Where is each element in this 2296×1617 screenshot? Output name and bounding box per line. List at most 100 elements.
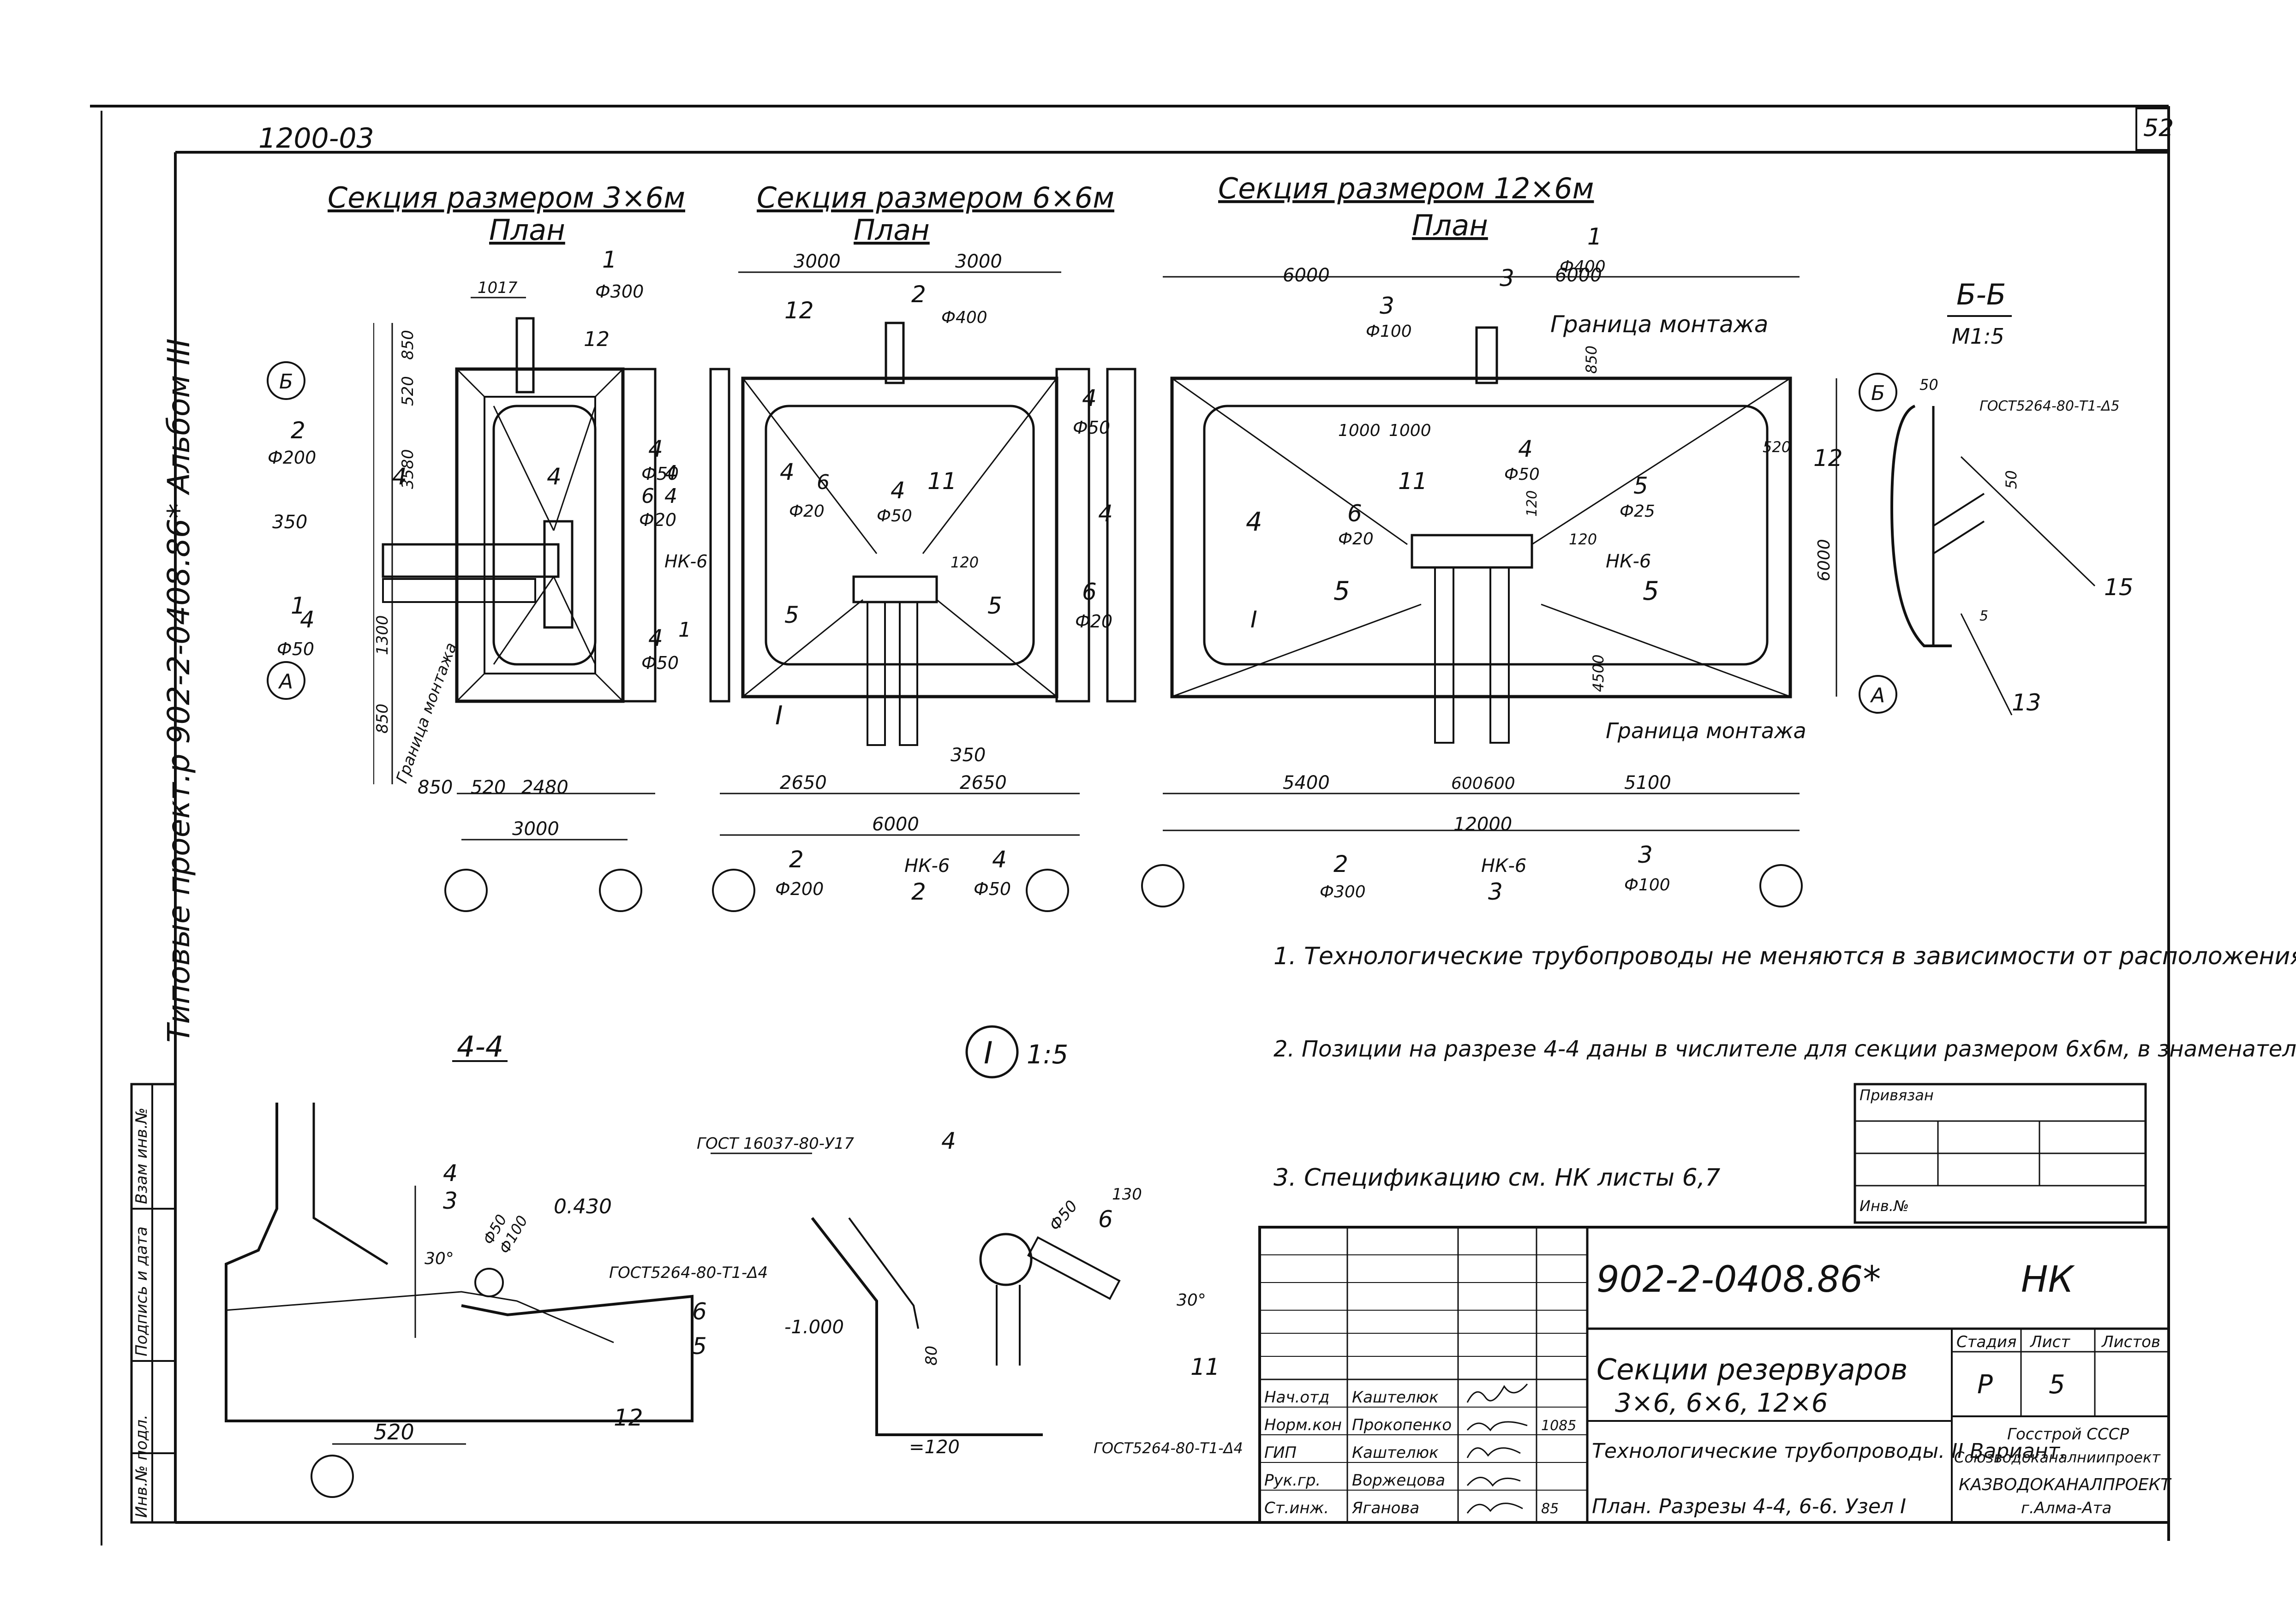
s2-dim-3000b: 3000 [955,251,1002,272]
s1-label-1c: 1 [678,618,691,642]
s2-label-4b: 4 [780,459,795,485]
s2-label-12: 12 [784,297,814,324]
s1-label-ф20: Ф20 [639,510,676,530]
axis-b-marker-1 [267,361,305,400]
s3-label-4: 4 [1518,436,1533,462]
s1-label-1b: 1 [291,592,305,619]
section1-title: Секция размером 3×6м [328,181,685,215]
s3-dim-600b: 600 [1483,774,1515,793]
tb-code: 902-2-0408.86* [1596,1259,1881,1301]
s2-label-nk2: 2 [911,878,926,905]
tb-sheet-h: Лист [2029,1333,2070,1351]
s2-label-4c: 4 [891,477,905,504]
tb-name-5: Яганова [1351,1499,1419,1517]
s2-dim-2650b: 2650 [960,772,1007,794]
title-block: 902-2-0408.86* НК Нач.отд Каштелюк Норм.… [1258,1226,2172,1524]
tb-sheets-h: Листов [2101,1333,2160,1351]
node-label-ф50: Ф50 [1046,1197,1081,1234]
s1-dim-850c: 850 [418,777,453,798]
s3-dim-1000b: 1000 [1389,421,1431,440]
s2-label-11: 11 [927,468,957,495]
s2-label-4d: 4 [1098,500,1113,527]
s2-label-ф50a: Ф50 [1073,418,1110,438]
s1-dim-3000: 3000 [512,818,559,840]
s3-dim-520: 520 [1763,438,1791,456]
s2-label-ф400: Ф400 [941,308,987,327]
node-label-11: 11 [1190,1354,1220,1380]
s44-label-0430: 0.430 [554,1195,612,1218]
s44-label-5: 5 [692,1333,707,1360]
s2-label-nk: НК-6 [904,855,950,877]
tb-role-5: Ст.инж. [1264,1499,1329,1517]
axis-circle-6 [1759,864,1803,907]
tb-title-3: Технологические трубопроводы. II Вариант… [1592,1439,2066,1463]
s1-dim-2480: 2480 [521,777,568,798]
binding-stamp: Привязан Инв.№ [1854,1083,2147,1224]
node-label-120: =120 [909,1437,960,1458]
s2-label-4e: 4 [992,846,1007,873]
s44-label-3: 3 [443,1187,458,1214]
s1-dim-1300: 1300 [373,615,392,655]
tb-mark: НК [2021,1259,2075,1301]
s2-dim-6000: 6000 [872,814,919,835]
tb-date-2: 85 [1541,1501,1559,1517]
section-3x6: Секция размером 3×6м План 1017 850 520 3… [267,181,707,912]
s2-label-5a: 5 [784,602,799,628]
s3-dim-5400: 5400 [1283,772,1330,794]
s3-label-1: 1 [1587,223,1602,250]
s2-dim-120: 120 [951,554,979,571]
node-label-6: 6 [1098,1206,1113,1233]
node-pipe [979,1233,1033,1286]
node-label-30: 30° [1177,1291,1206,1310]
tb-date-1: 1085 [1541,1418,1576,1434]
s3-dim-4500: 4500 [1590,655,1607,692]
s1-dim-350: 350 [272,512,307,533]
s3-border-top: Граница монтажа [1550,311,1768,338]
s44-axis-circle [311,1455,354,1498]
s2-label-6b: 6 [1082,579,1097,605]
strip-sign-label: Подпись и дата [132,1226,151,1356]
s3-label-3c: 3 [1638,841,1653,868]
s3-label-4b: 4 [1246,507,1262,537]
tb-org-2: Союзводоканалниипроект [1954,1449,2161,1466]
side-title: Типовые проект.р 902-2-0408.86* Альбом I… [161,338,197,1043]
s3-label-11: 11 [1398,468,1428,495]
tb-title-1: Секции резервуаров [1596,1353,1907,1386]
tb-name-3: Каштелюк [1352,1444,1439,1462]
s3-label-ф300: Ф300 [1320,883,1366,901]
node-label-80: 80 [922,1346,941,1366]
bb-label-5: 5 [1979,608,1988,624]
node-label-130: 130 [1112,1185,1142,1204]
s3-label-nk2: НК-6 [1481,855,1526,877]
s1-label-ф200: Ф200 [268,448,316,468]
s1-label-ф300: Ф300 [595,281,644,302]
axis-a-marker-1 [267,661,305,700]
s2-label-6a: 6 [817,471,830,494]
node-label-4: 4 [941,1128,956,1154]
s44-pipe [474,1268,504,1297]
tb-title-4: План. Разрезы 4-4, 6-6. Узел I [1592,1495,1906,1518]
tb-org-3: КАЗВОДОКАНАЛПРОЕКТ [1959,1475,2172,1494]
s1-label-4a: 4 [392,463,407,490]
s1-label-ф50a: Ф50 [277,639,314,659]
s1-axis-b: Б [279,370,293,394]
bb-label-gost: ГОСТ5264-80-Т1-Δ5 [1979,398,2120,414]
section1-sub: План [489,213,565,247]
sheet-code: 1200-03 [258,122,374,155]
axis-b-marker-2 [1859,373,1897,412]
s1-dim-850a: 850 [399,330,417,360]
node-mark: I [984,1035,993,1071]
axis-circle-4 [1026,869,1069,912]
node-1: I 1:5 ГОСТ 16037-80-У17 4 Ф50 130 6 30° … [697,1025,1243,1458]
s2-label-ф200: Ф200 [775,879,824,899]
axis-circle-2 [599,869,642,912]
section-44: 4-4 4 3 Ф50 Ф100 0.430 30° ГОСТ5264-80-Т… [225,1030,768,1498]
s3-label-ф20: Ф20 [1338,530,1374,549]
s3-label-3: 3 [1500,265,1514,292]
signature-4 [1466,1477,1521,1487]
s3-label-6: 6 [1347,500,1362,527]
s3-axis-a: А [1870,684,1885,707]
s3-dim-1000a: 1000 [1338,421,1381,440]
bb-label-13: 13 [2012,689,2041,716]
s3-label-5a: 5 [1633,472,1648,499]
